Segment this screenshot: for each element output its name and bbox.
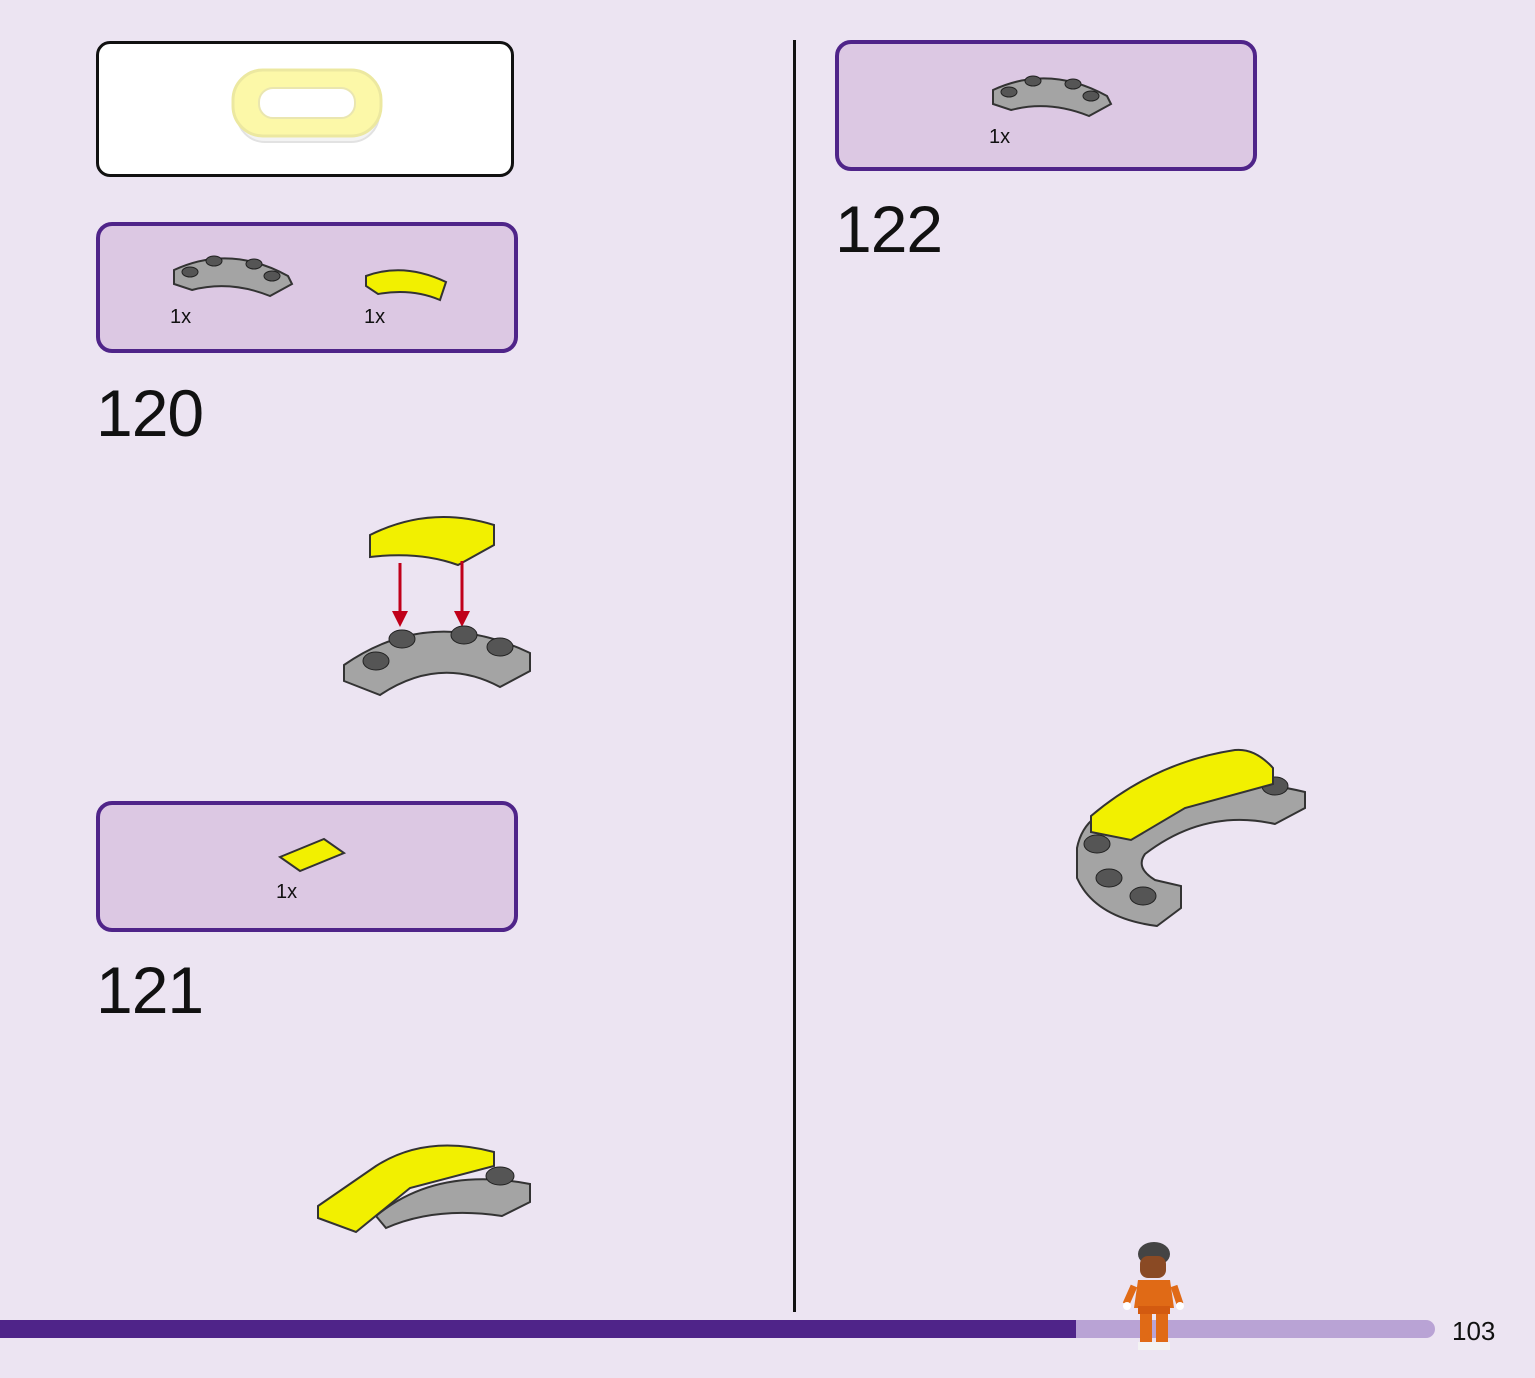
- minifigure-icon: [1122, 1242, 1184, 1350]
- subassembly-preview: [96, 41, 514, 177]
- step-120-build-image: [343, 516, 531, 697]
- part-quantity: 1x: [170, 306, 192, 328]
- gray-curved-plate-icon: [992, 75, 1113, 118]
- gray-curved-plate-icon: [173, 255, 294, 298]
- yellow-ring-assembly-image: [231, 68, 383, 143]
- parts-list-step-121: 1x: [96, 801, 518, 932]
- step-number: 121: [96, 953, 204, 1027]
- part-quantity: 1x: [276, 881, 298, 903]
- step-121-build-image: [317, 1144, 531, 1234]
- step-number: 122: [835, 192, 943, 266]
- page-number: 103: [1452, 1316, 1496, 1346]
- part-quantity: 1x: [989, 126, 1011, 148]
- part-quantity: 1x: [364, 306, 386, 328]
- yellow-curved-tile-icon: [365, 269, 448, 302]
- step-122-build-image: [1076, 748, 1306, 928]
- step-number: 120: [96, 376, 204, 450]
- yellow-flat-tile-icon: [277, 837, 347, 873]
- parts-list-step-122: 1x: [835, 40, 1257, 171]
- page-divider: [793, 40, 796, 1312]
- parts-list-step-120: 1x 1x: [96, 222, 518, 353]
- progress-fill: [0, 1320, 1076, 1338]
